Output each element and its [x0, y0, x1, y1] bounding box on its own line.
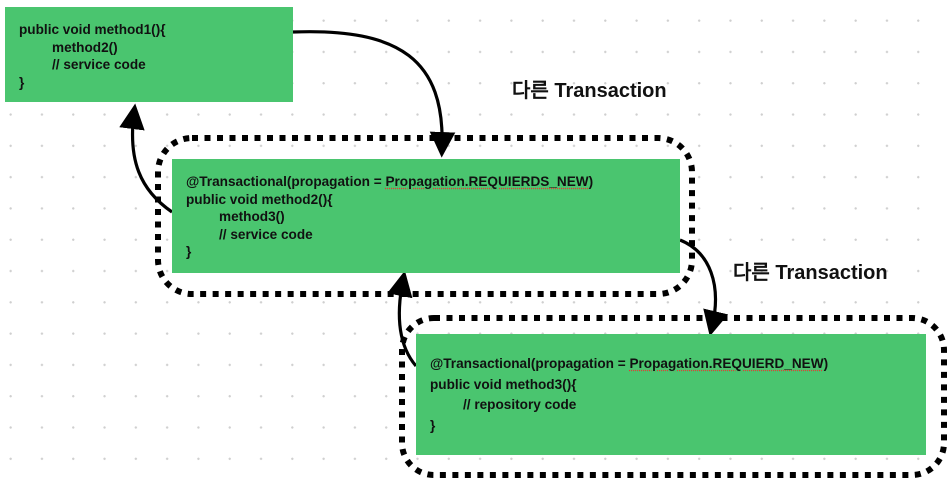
code-line: } — [430, 417, 436, 433]
transaction-label-1: 다른 Transaction — [512, 80, 667, 102]
method3-code-block: @Transactional(propagation = Propagation… — [416, 334, 926, 455]
code-line: } — [186, 244, 192, 260]
code-line: } — [19, 74, 25, 90]
annotation-line: @Transactional(propagation = Propagation… — [186, 173, 680, 191]
return-arrow-method2-to-method1 — [119, 103, 173, 214]
code-line: public void method3(){ — [430, 376, 577, 392]
transaction-label-2: 다른 Transaction — [733, 262, 888, 284]
annotation-value: Propagation.REQUIERDS_NEW — [385, 174, 589, 189]
call-arrow-method1-to-method2 — [292, 30, 456, 158]
method1-code-block: public void method1(){ method2() // serv… — [5, 7, 293, 102]
method2-code-block: @Transactional(propagation = Propagation… — [172, 159, 680, 273]
annotation-suffix: ) — [823, 356, 829, 371]
annotation-suffix: ) — [588, 174, 594, 189]
annotation-line: @Transactional(propagation = Propagation… — [430, 355, 926, 373]
code-line: // repository code — [463, 397, 577, 413]
code-line: public void method1(){ — [19, 22, 166, 37]
transaction-boundary-method2 — [155, 135, 695, 297]
annotation-prefix: @Transactional(propagation = — [186, 174, 386, 189]
code-line: // service code — [52, 57, 146, 73]
code-line: method2() — [52, 39, 118, 55]
return-arrow-method3-to-method2 — [387, 270, 418, 368]
code-line: public void method2(){ — [186, 191, 333, 207]
transaction-boundary-method3 — [399, 315, 947, 478]
annotation-value: Propagation.REQUIERD_NEW — [629, 356, 824, 371]
code-line: method3() — [219, 209, 285, 225]
code-line: // service code — [219, 226, 313, 242]
annotation-prefix: @Transactional(propagation = — [430, 356, 630, 371]
call-arrow-method2-to-method3 — [679, 238, 729, 337]
